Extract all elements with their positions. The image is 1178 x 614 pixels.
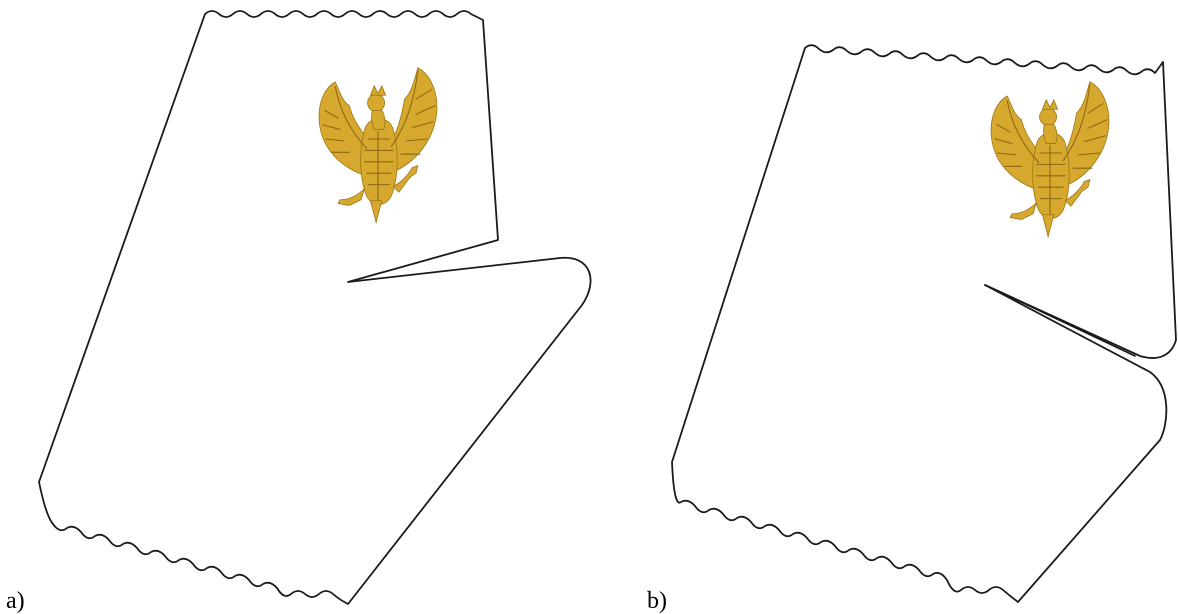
fold-crease-b: [984, 284, 1136, 357]
panel-b: b): [647, 44, 1177, 614]
panel-a: a): [6, 10, 592, 614]
panel-label-a: a): [6, 588, 25, 614]
panel-label-b: b): [647, 588, 667, 614]
collar-outline-a: [38, 10, 592, 605]
